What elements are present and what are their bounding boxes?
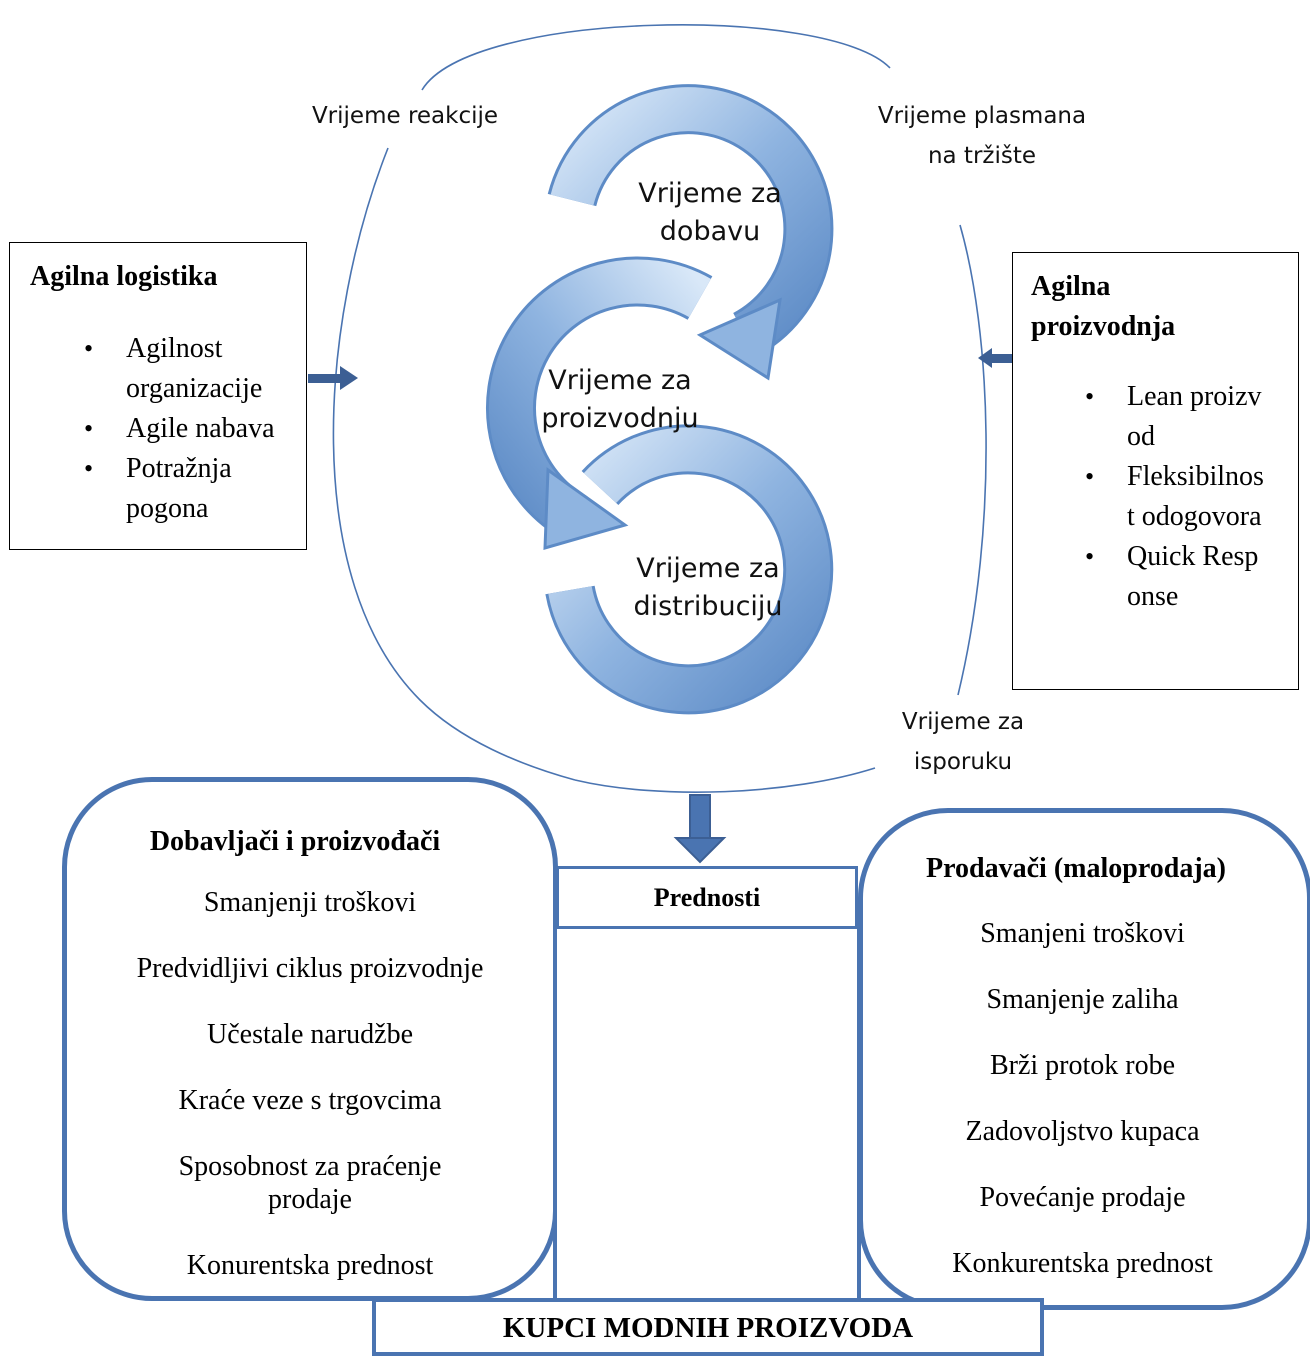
center-connector-block [553,925,861,1300]
oval-top-arc [421,24,891,91]
oval-right-arc [957,224,987,696]
supply-step-label: Vrijeme za dobavu [638,178,782,247]
distribution-step-label: Vrijeme za distribuciju [633,553,783,622]
list-item: Brži protok robe [989,1050,1176,1081]
suppliers-title: Dobavljači i proizvođači [149,826,441,857]
agile-logistics-box: Agilna logistika Agilnost organizacije A… [9,242,307,550]
agile-production-title: Agilna proizvodnja [1031,271,1176,342]
down-arrow [673,794,727,864]
delivery-time-label: Vrijeme za isporuku [901,709,1025,775]
retailers-title: Prodavači (maloprodaja) [926,853,1226,884]
benefits-label: Prednosti [556,866,858,929]
list-item: Kraće veze s trgovcima [178,1085,442,1116]
retailers-list: Smanjeni troškovi Smanjenje zaliha Brži … [863,917,1302,1280]
suppliers-box: Dobavljači i proizvođači Smanjenji trošk… [62,777,558,1301]
agile-logistics-list: Agilnost organizacije Agile nabava Potra… [84,329,306,529]
list-item: Učestale narudžbe [207,1019,413,1050]
list-item: Lean proizvod [1085,377,1267,457]
oval-left-arc [332,147,576,781]
agile-production-list: Lean proizvod Fleksibilnost odogovora Qu… [1085,377,1267,617]
list-item: Zadovoljstvo kupaca [965,1116,1200,1147]
list-item: Konkurentska prednost [952,1248,1213,1279]
list-item: Smanjeni troškovi [980,918,1185,949]
market-time-label: Vrijeme plasmana na tržište [877,103,1087,169]
suppliers-list: Smanjenji troškovi Predvidljivi ciklus p… [87,886,533,1282]
fashion-customers-label: KUPCI MODNIH PROIZVODA [372,1298,1044,1356]
left-connector-arrow [308,366,358,390]
list-item: Konurentska prednost [186,1250,434,1281]
right-connector-arrow [978,348,1028,368]
list-item: Quick Response [1085,537,1267,617]
reaction-time-label: Vrijeme reakcije [311,103,499,129]
agile-production-box: Agilna proizvodnja Lean proizvod Fleksib… [1012,252,1299,690]
list-item: Agile nabava [84,409,306,449]
list-item: Fleksibilnost odogovora [1085,457,1267,537]
list-item: Smanjenje zaliha [986,984,1179,1015]
supply-cycle-arrow [547,84,834,381]
list-item: Agilnost organizacije [84,329,306,409]
distribution-cycle-arrow [545,424,834,715]
production-step-label: Vrijeme za proizvodnju [541,365,699,434]
list-item: Potražnja pogona [84,449,306,529]
list-item: Sposobnost za praćenje prodaje [178,1151,442,1215]
list-item: Povećanje prodaje [979,1182,1186,1213]
oval-bottom-arc [574,767,876,793]
agile-logistics-title: Agilna logistika [30,261,218,292]
production-cycle-arrow [486,256,713,551]
retailers-box: Prodavači (maloprodaja) Smanjeni troškov… [858,808,1310,1310]
list-item: Smanjenji troškovi [203,887,417,918]
list-item: Predvidljivi ciklus proizvodnje [136,953,484,984]
